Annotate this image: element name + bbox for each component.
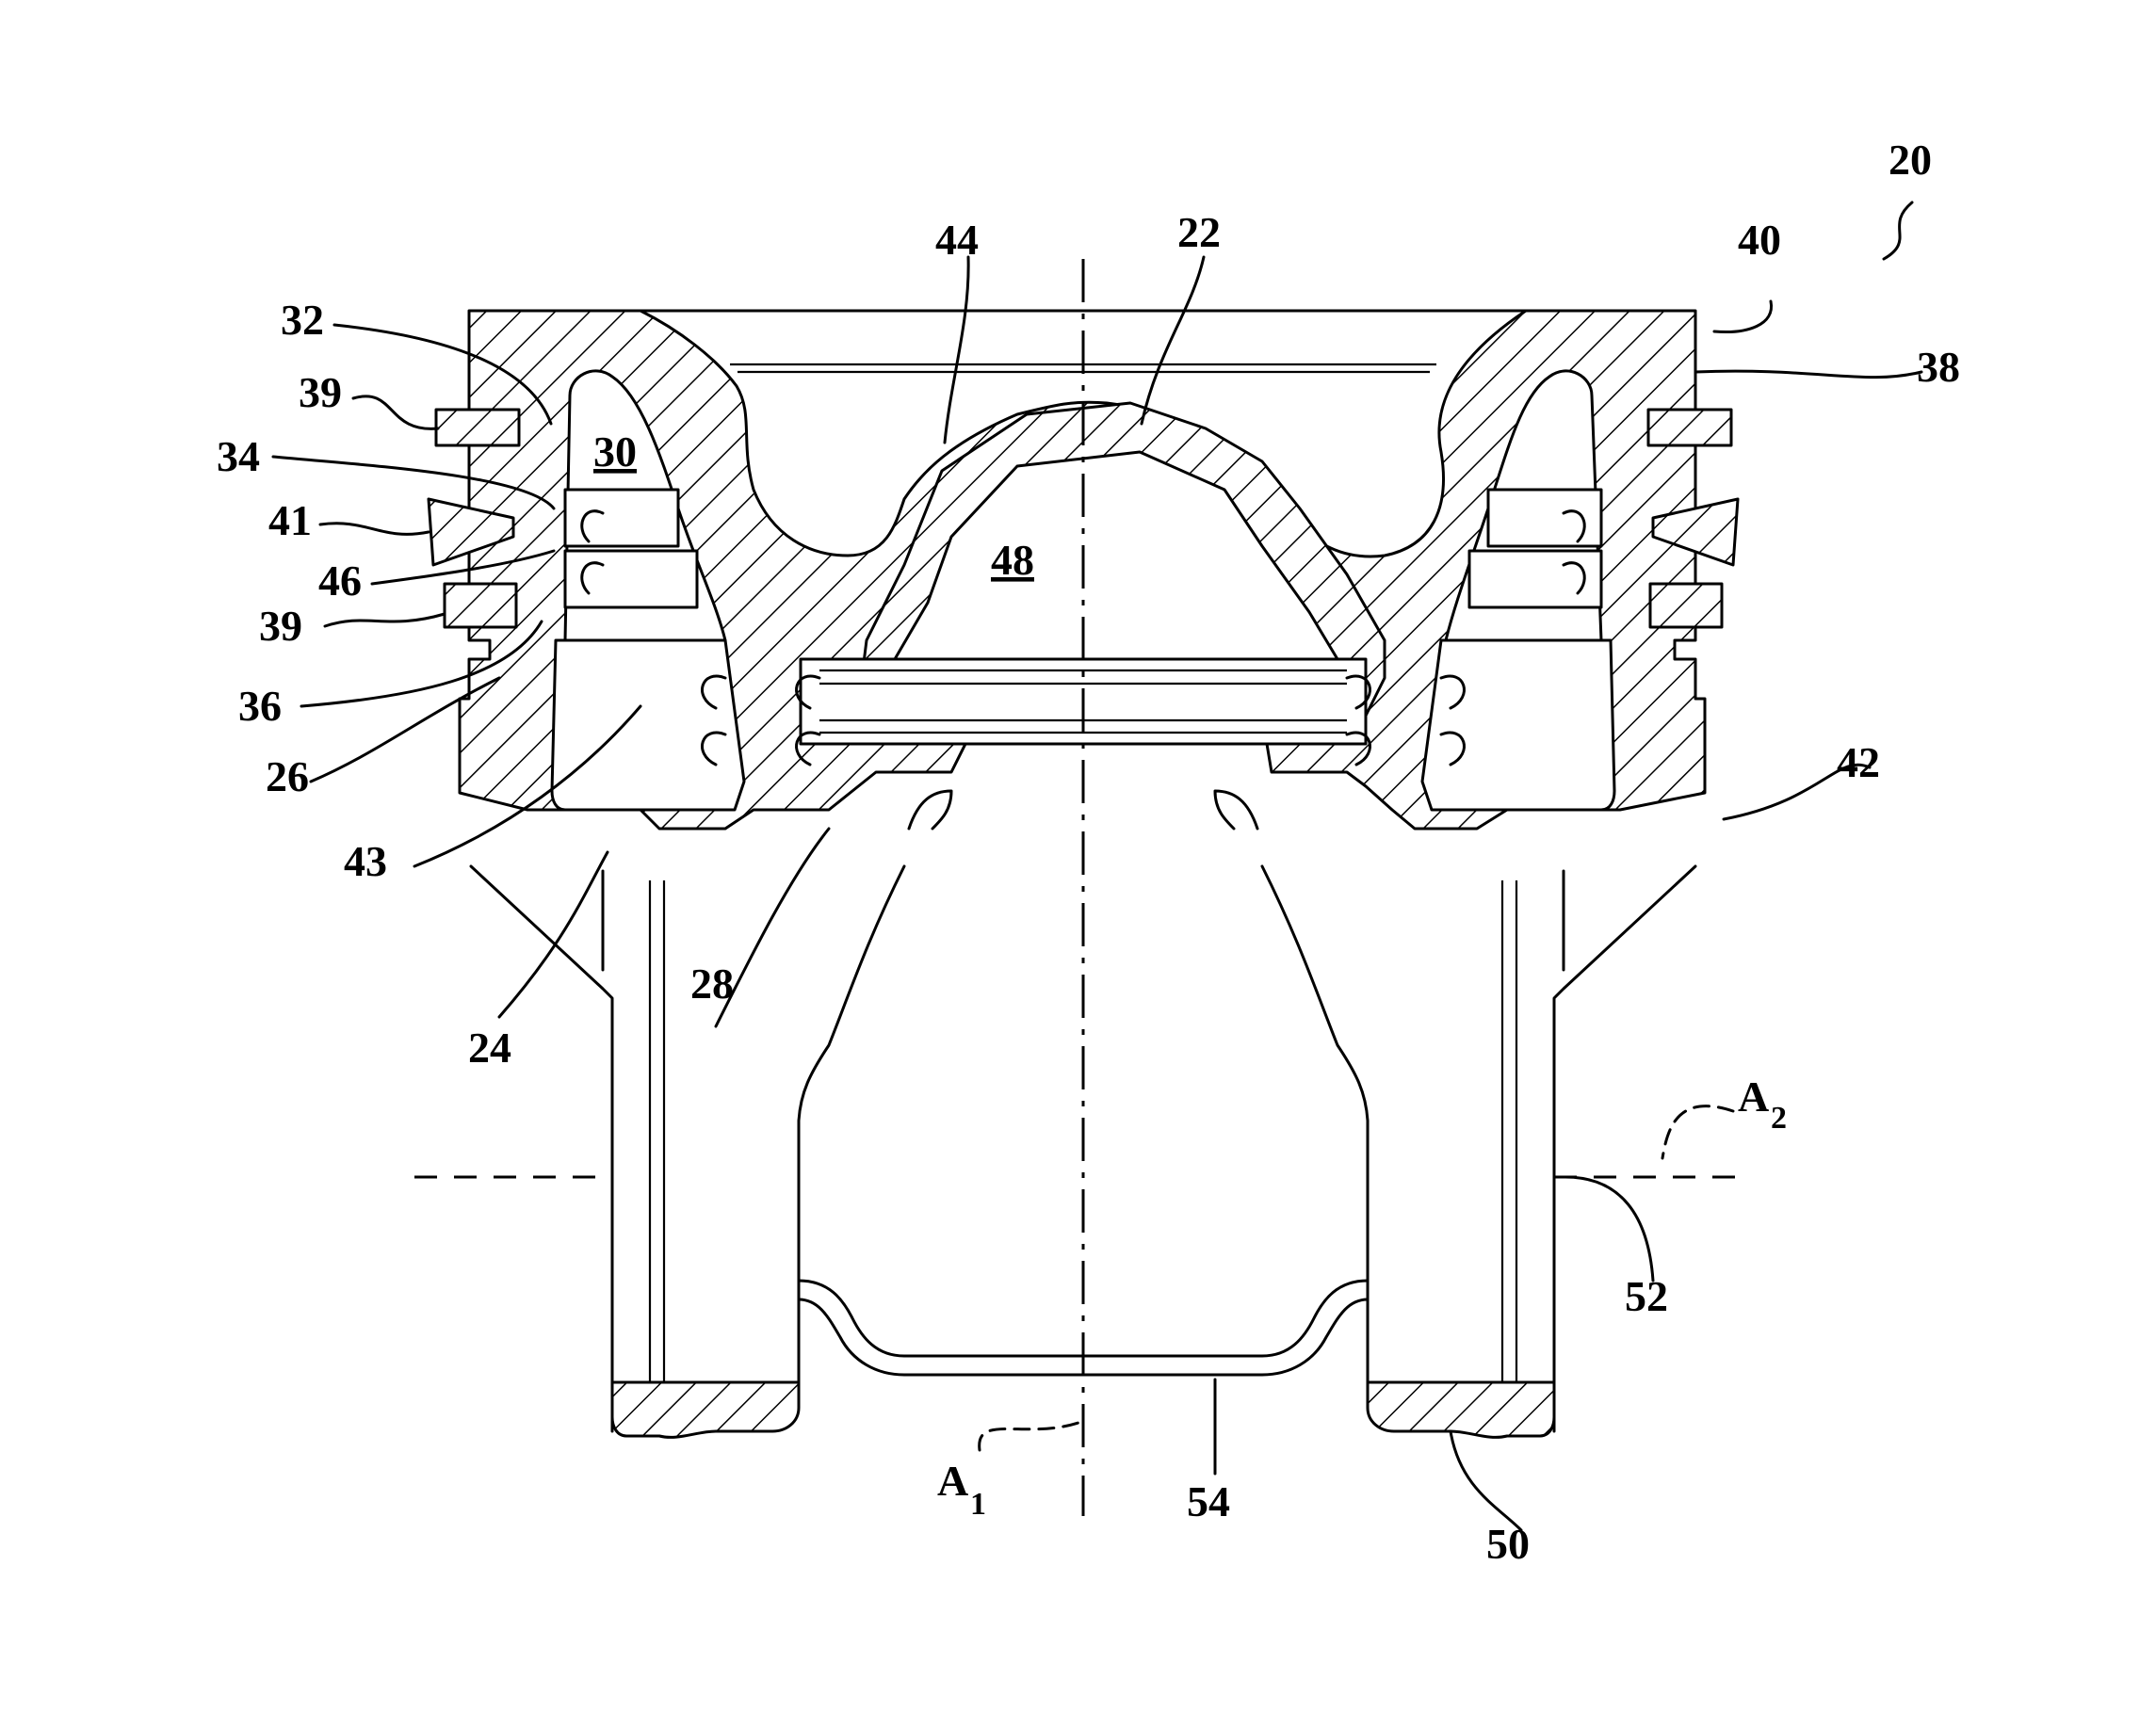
label-44: 44 xyxy=(935,216,979,264)
label-41: 41 xyxy=(268,496,312,544)
label-26: 26 xyxy=(266,752,309,800)
groove-window-right-lower xyxy=(1469,551,1601,607)
label-48: 48 xyxy=(991,536,1034,584)
label-38: 38 xyxy=(1917,343,1960,391)
label-20: 20 xyxy=(1889,136,1932,184)
label-24: 24 xyxy=(468,1024,511,1072)
label-a2-sub: 2 xyxy=(1771,1101,1787,1136)
label-22: 22 xyxy=(1177,208,1221,256)
label-a1-sub: 1 xyxy=(970,1487,986,1522)
label-50: 50 xyxy=(1486,1520,1530,1568)
label-a1-main: A xyxy=(937,1457,968,1505)
label-39-upper: 39 xyxy=(299,368,342,416)
label-32: 32 xyxy=(281,296,324,344)
label-28: 28 xyxy=(690,960,734,1008)
chamber-43 xyxy=(552,640,744,810)
label-36: 36 xyxy=(238,682,282,730)
groove-window-left-lower xyxy=(565,551,697,607)
groove-window-right-upper xyxy=(1488,490,1601,546)
label-40: 40 xyxy=(1738,216,1781,264)
label-39-lower: 39 xyxy=(259,602,302,650)
label-54: 54 xyxy=(1187,1477,1230,1525)
groove-window-left-upper xyxy=(565,490,678,546)
label-43: 43 xyxy=(344,837,387,885)
label-a2-main: A xyxy=(1738,1073,1769,1121)
chamber-right xyxy=(1422,640,1614,810)
label-30: 30 xyxy=(593,428,637,476)
label-42: 42 xyxy=(1837,738,1880,786)
label-52: 52 xyxy=(1625,1272,1668,1320)
label-34: 34 xyxy=(217,432,260,480)
label-46: 46 xyxy=(318,557,362,605)
